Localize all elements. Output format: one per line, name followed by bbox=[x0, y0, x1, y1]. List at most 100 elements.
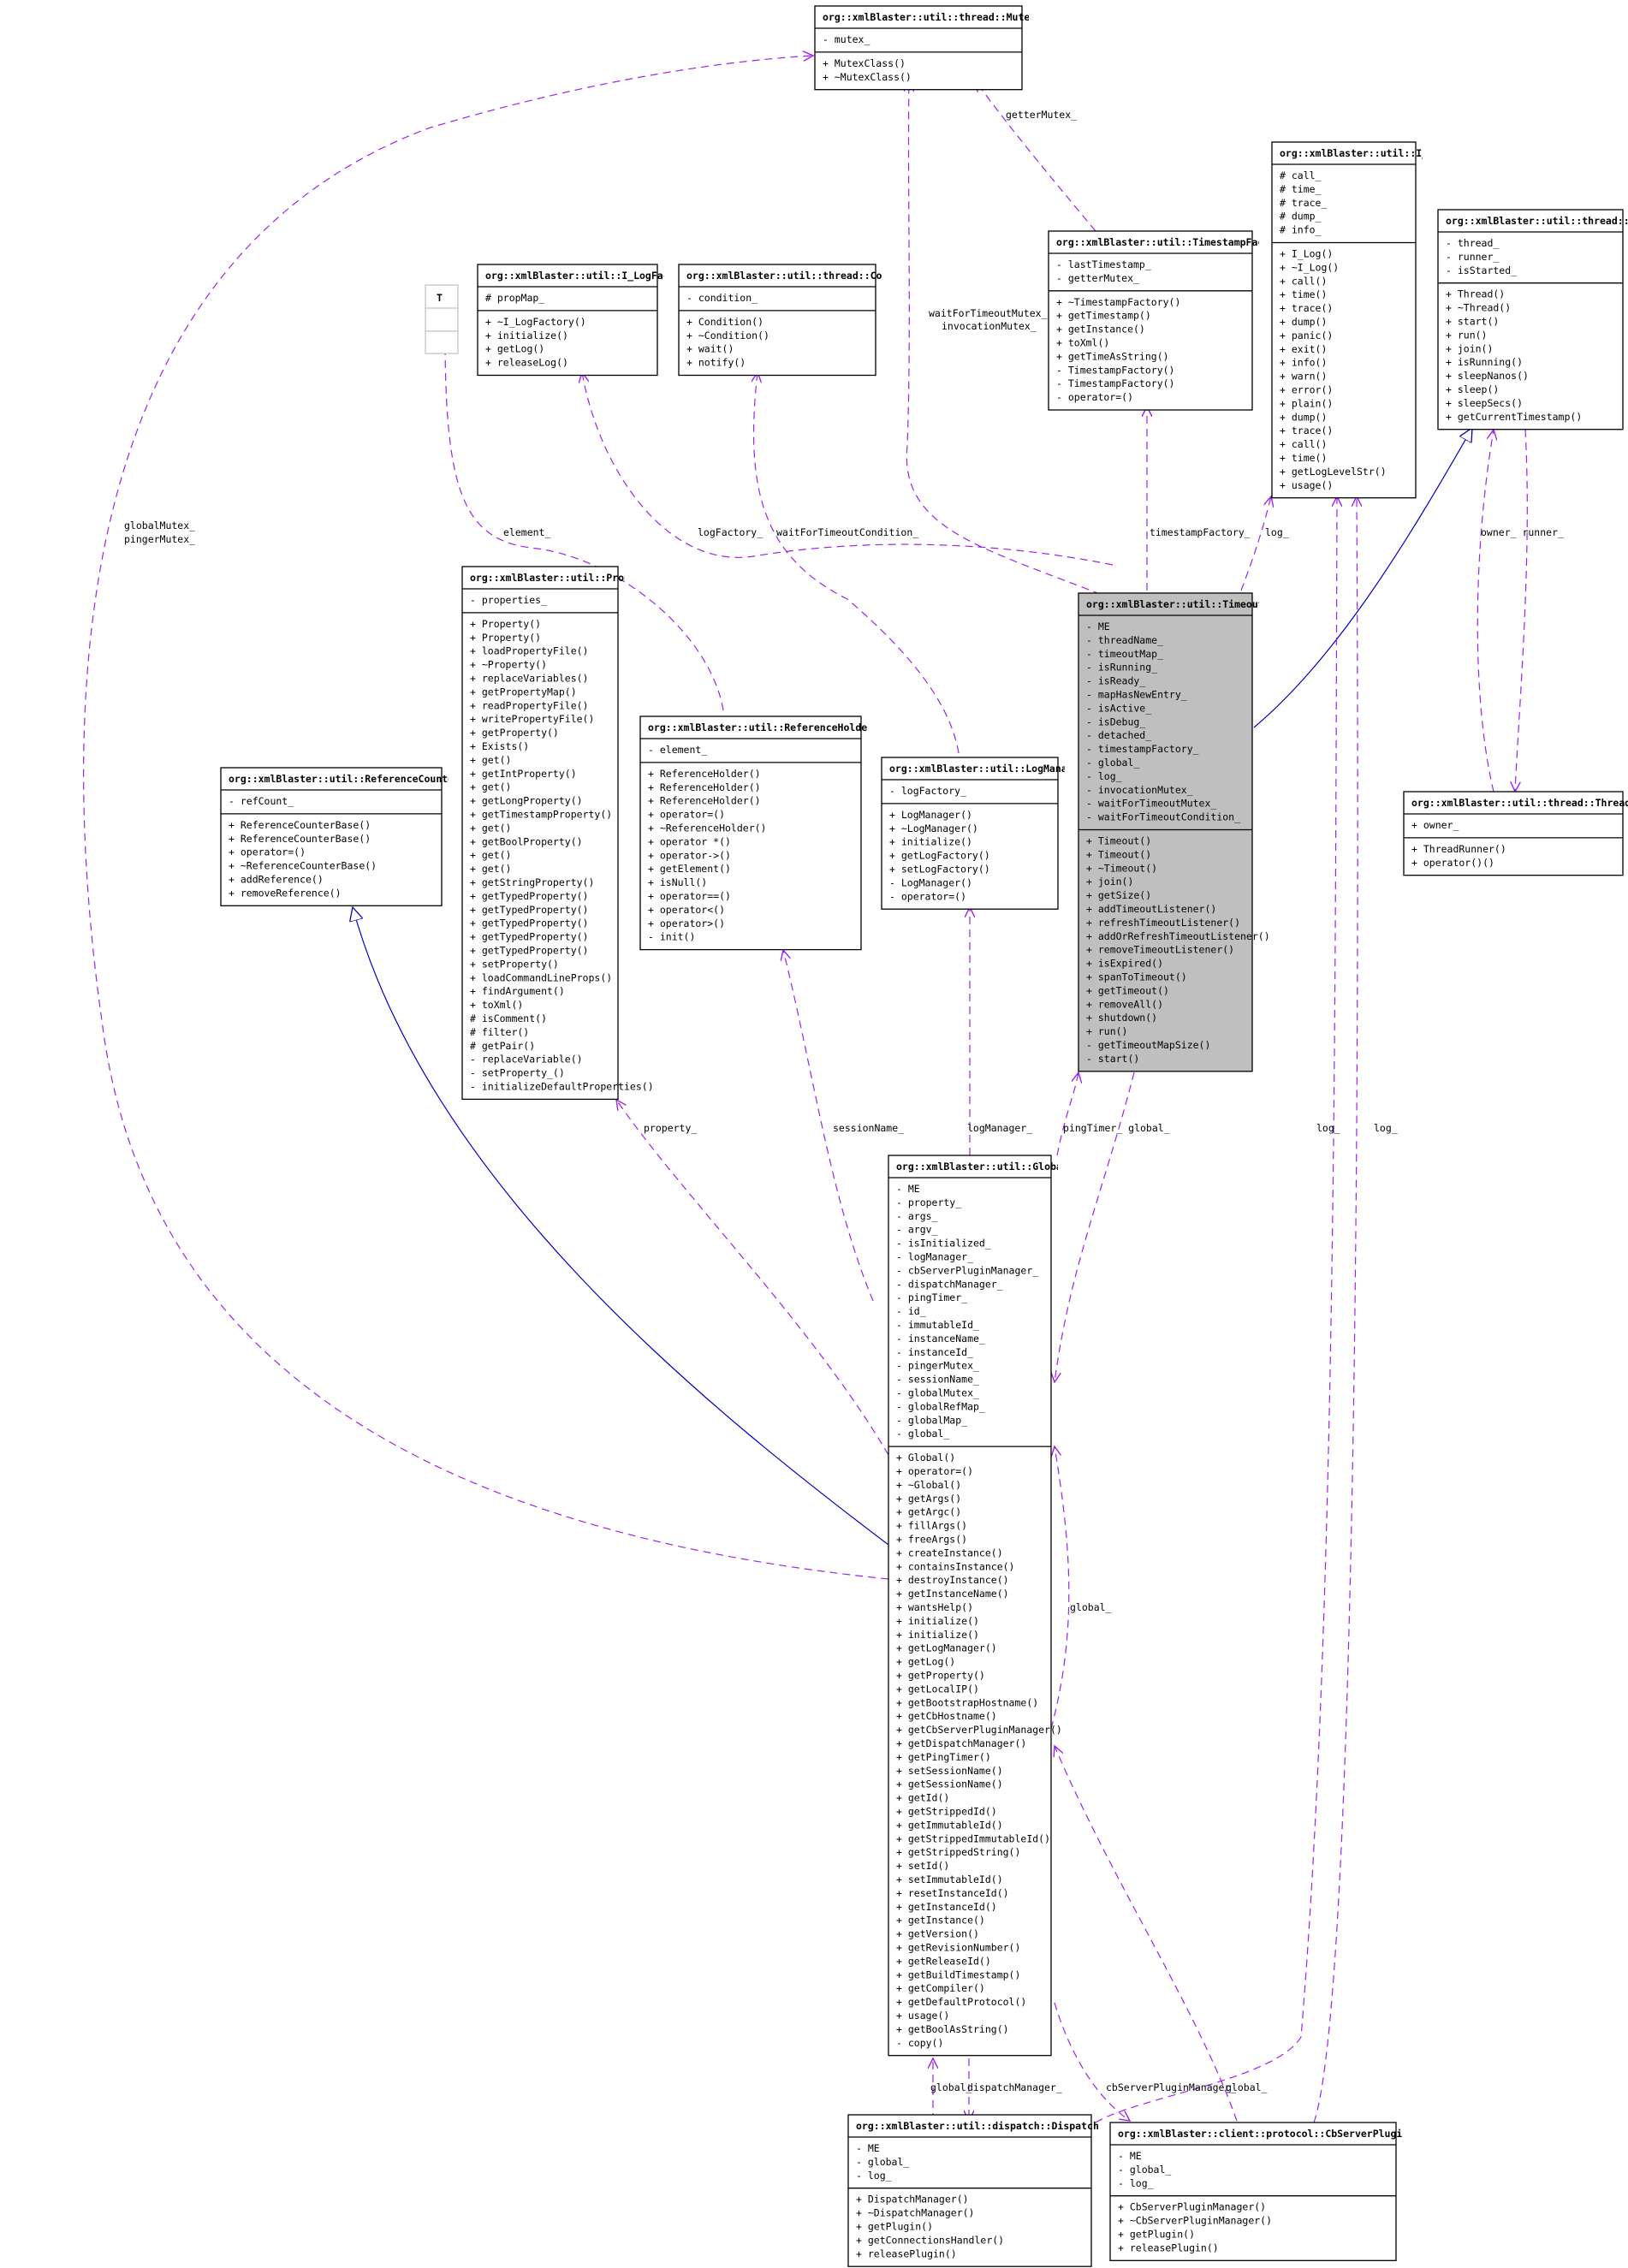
class-name: org::xmlBlaster::util::LogManager bbox=[889, 763, 1085, 775]
class-method: + ~DispatchManager() bbox=[856, 2207, 974, 2219]
class-method: + plain() bbox=[1280, 397, 1333, 409]
class-method: + trace() bbox=[1280, 302, 1333, 314]
class-method: + DispatchManager() bbox=[856, 2194, 969, 2206]
class-method: + getDefaultProtocol() bbox=[896, 1996, 1026, 2008]
class-method: + writePropertyFile() bbox=[470, 713, 594, 725]
class-method: + sleep() bbox=[1446, 383, 1499, 395]
class-box-refholder[interactable]: org::xmlBlaster::util::ReferenceHolder< … bbox=[639, 715, 903, 951]
class-method: + ThreadRunner() bbox=[1411, 843, 1506, 855]
class-method: + getRevisionNumber() bbox=[896, 1942, 1020, 1954]
class-box-logmanager[interactable]: org::xmlBlaster::util::LogManager- logFa… bbox=[881, 757, 1085, 910]
class-method: + getTypedProperty() bbox=[470, 931, 588, 943]
class-method: + getLogFactory() bbox=[889, 850, 990, 862]
class-method: + addTimeoutListener() bbox=[1086, 903, 1216, 915]
class-method: - operator=() bbox=[889, 890, 966, 902]
class-method: + Timeout() bbox=[1086, 835, 1151, 847]
label-global-timeout: global_ bbox=[1070, 1601, 1112, 1613]
class-box-timeout[interactable]: org::xmlBlaster::util::Timeout- ME- thre… bbox=[1078, 592, 1270, 1072]
class-method: + error() bbox=[1280, 384, 1333, 396]
class-method: + getTypedProperty() bbox=[470, 917, 588, 929]
class-box-cbserver[interactable]: org::xmlBlaster::client::protocol::CbSer… bbox=[1109, 2122, 1450, 2261]
class-method: + getTypedProperty() bbox=[470, 945, 588, 957]
class-attribute: - isInitialized_ bbox=[896, 1238, 991, 1250]
class-method: + getLongProperty() bbox=[470, 795, 583, 807]
class-name: org::xmlBlaster::util::I_Log bbox=[1280, 147, 1446, 160]
class-attribute: - threadName_ bbox=[1086, 634, 1163, 646]
class-box-dispatch[interactable]: org::xmlBlaster::util::dispatch::Dispatc… bbox=[847, 2114, 1140, 2267]
class-method: + get() bbox=[470, 849, 511, 861]
class-attribute: - argv_ bbox=[896, 1224, 938, 1236]
class-box-refcounter[interactable]: org::xmlBlaster::util::ReferenceCounterB… bbox=[220, 767, 484, 906]
class-method: + addOrRefreshTimeoutListener() bbox=[1086, 930, 1270, 942]
class-method: + run() bbox=[1086, 1025, 1127, 1037]
dep-edge-tsfactory-mutex bbox=[976, 81, 1096, 232]
class-method: + getDispatchManager() bbox=[896, 1737, 1026, 1749]
class-method: - getTimeoutMapSize() bbox=[1086, 1039, 1210, 1051]
class-name: org::xmlBlaster::util::Timeout bbox=[1086, 598, 1264, 610]
class-box-tsfactory[interactable]: org::xmlBlaster::util::TimestampFactory-… bbox=[1048, 230, 1287, 411]
class-method: + releasePlugin() bbox=[856, 2247, 957, 2259]
class-method: + getConnectionsHandler() bbox=[856, 2234, 1004, 2246]
class-attribute: - lastTimestamp_ bbox=[1056, 258, 1151, 270]
label-waitForTimeoutCondition: waitForTimeoutCondition_ bbox=[776, 526, 918, 538]
class-method: + getBootstrapHostname() bbox=[896, 1696, 1038, 1708]
class-method: + sleepSecs() bbox=[1446, 397, 1523, 409]
class-attribute: - cbServerPluginManager_ bbox=[896, 1264, 1038, 1276]
class-method: + getReleaseId() bbox=[896, 1955, 991, 1967]
class-box-ilogfactory[interactable]: org::xmlBlaster::util::I_LogFactory# pro… bbox=[477, 264, 692, 377]
label-global-dispatch: global_ bbox=[930, 2081, 972, 2093]
class-method: + dump() bbox=[1280, 411, 1327, 423]
class-name: org::xmlBlaster::util::Global bbox=[896, 1161, 1068, 1173]
class-method: + join() bbox=[1446, 342, 1493, 354]
class-method: + findArgument() bbox=[470, 985, 565, 997]
class-box-property[interactable]: org::xmlBlaster::util::Property- propert… bbox=[461, 566, 654, 1101]
class-box-global[interactable]: org::xmlBlaster::util::Global- ME- prope… bbox=[888, 1155, 1068, 2057]
class-method: + refreshTimeoutListener() bbox=[1086, 917, 1240, 929]
class-method: + initialize() bbox=[889, 836, 972, 848]
class-name: org::xmlBlaster::util::ReferenceHolder< … bbox=[648, 721, 903, 733]
class-method: - start() bbox=[1086, 1053, 1139, 1065]
class-method: + loadCommandLineProps() bbox=[470, 971, 612, 983]
class-attribute: - instanceName_ bbox=[896, 1333, 985, 1345]
label-log-dispatch: log_ bbox=[1316, 1122, 1340, 1134]
class-method: # filter() bbox=[470, 1026, 529, 1038]
class-method: - TimestampFactory() bbox=[1056, 377, 1174, 389]
class-attribute: - globalMutex_ bbox=[896, 1387, 979, 1399]
class-method: + initialize() bbox=[896, 1629, 979, 1641]
class-attribute: - instanceId_ bbox=[896, 1346, 973, 1358]
class-box-mutex[interactable]: org::xmlBlaster::util::thread::MutexClas… bbox=[814, 5, 1066, 91]
class-box-condition[interactable]: org::xmlBlaster::util::thread::Condition… bbox=[678, 264, 924, 377]
class-method: + getStrippedId() bbox=[896, 1806, 997, 1818]
class-method: + initialize() bbox=[896, 1615, 979, 1627]
dep-edge-global-global bbox=[1051, 1446, 1070, 1730]
class-method: + fillArgs() bbox=[896, 1520, 967, 1532]
class-method: + getPropertyMap() bbox=[470, 686, 577, 698]
class-method: + containsInstance() bbox=[896, 1560, 1014, 1572]
class-method: + getIntProperty() bbox=[470, 768, 577, 780]
class-name: org::xmlBlaster::util::Property bbox=[470, 572, 654, 584]
class-attribute: - immutableId_ bbox=[896, 1319, 979, 1331]
class-method: + getLogLevelStr() bbox=[1280, 466, 1387, 478]
class-method: + operator=() bbox=[896, 1465, 973, 1477]
label-log-timeout: log_ bbox=[1265, 526, 1289, 538]
class-method: + trace() bbox=[1280, 425, 1333, 436]
class-attribute: - isReady_ bbox=[1086, 675, 1145, 687]
class-box-threadrunner[interactable]: org::xmlBlaster::util::thread::ThreadRun… bbox=[1403, 791, 1628, 876]
dep-edge-timeout-condition bbox=[754, 372, 960, 754]
dep-edge-timeout-ilog bbox=[1240, 496, 1271, 591]
label-waitForTimeoutMutex: waitForTimeoutMutex_ bbox=[929, 307, 1048, 319]
class-attribute: - detached_ bbox=[1086, 729, 1151, 741]
class-method: + getTimeAsString() bbox=[1056, 350, 1169, 362]
class-attribute: - ME bbox=[856, 2142, 880, 2154]
class-attribute: - timestampFactory_ bbox=[1086, 743, 1199, 755]
class-box-ilog[interactable]: org::xmlBlaster::util::I_Log# call_# tim… bbox=[1271, 141, 1446, 499]
class-method: + Condition() bbox=[686, 316, 763, 328]
label-invocationMutex: invocationMutex_ bbox=[942, 320, 1037, 332]
class-method: - replaceVariable() bbox=[470, 1054, 583, 1066]
class-attribute: - waitForTimeoutMutex_ bbox=[1086, 798, 1216, 810]
class-method: + getTimeout() bbox=[1086, 984, 1169, 996]
class-method: + getBoolAsString() bbox=[896, 2023, 1009, 2035]
class-box-thread[interactable]: org::xmlBlaster::util::thread::Thread- t… bbox=[1437, 209, 1628, 430]
dep-edge-timeout-global bbox=[1055, 1072, 1135, 1382]
